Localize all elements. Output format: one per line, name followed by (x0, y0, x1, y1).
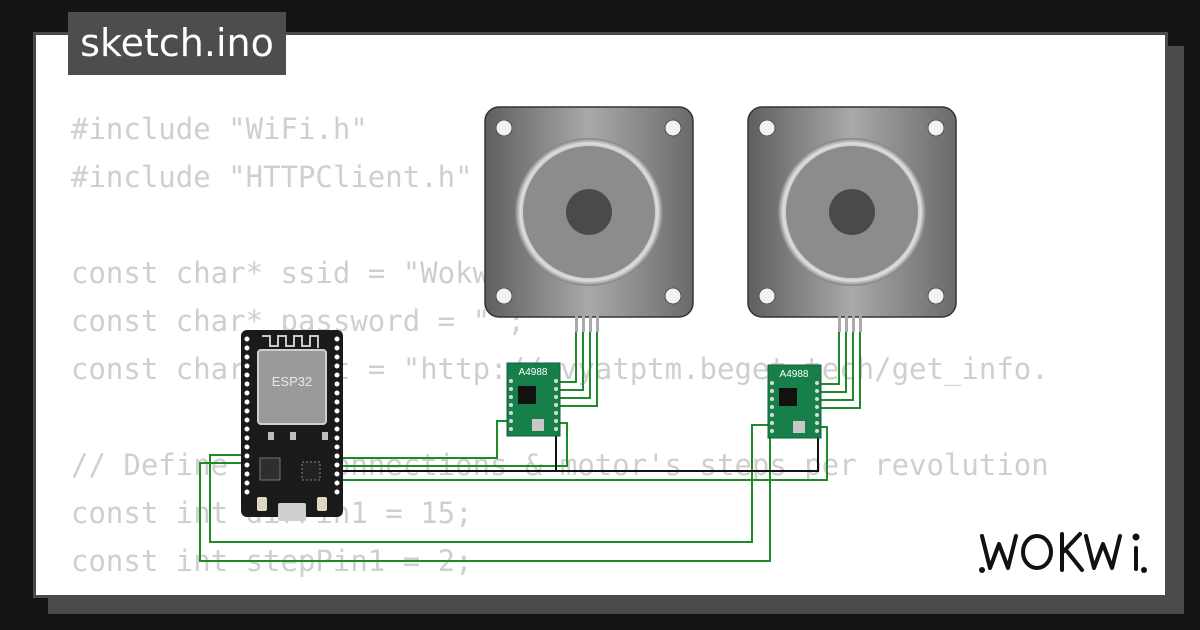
stepper-motor-2[interactable] (747, 106, 957, 332)
file-name-tab: sketch.ino (68, 12, 286, 75)
usb-chip (301, 461, 321, 481)
pin-header-right (334, 336, 340, 495)
reset-button-icon[interactable] (317, 497, 327, 511)
code-line: #include "HTTPClient.h" (71, 160, 473, 194)
motor-lead (589, 316, 592, 332)
wokwi-logo-icon (979, 532, 1147, 573)
mount-hole (495, 287, 513, 305)
antenna-trace (262, 335, 319, 348)
motor-lead (596, 316, 599, 332)
boot-button-icon[interactable] (257, 497, 267, 511)
code-line: const int dirPin2 = 12; (71, 585, 1049, 595)
smd-part (290, 432, 296, 440)
driver-pins (509, 379, 558, 431)
a4988-driver-2[interactable]: A4988 (767, 364, 822, 439)
code-line: #include "WiFi.h" (71, 112, 368, 146)
driver-pins (770, 381, 819, 433)
esp32-module (257, 349, 327, 425)
pin-header-left (244, 336, 250, 495)
esp32-board[interactable]: ESP32 (241, 330, 343, 521)
stepper-motor-1[interactable] (484, 106, 694, 332)
esp32-label: ESP32 (272, 374, 312, 389)
driver-chip (779, 388, 797, 406)
motor-lead (852, 316, 855, 332)
mount-hole (758, 119, 776, 137)
motor-lead (845, 316, 848, 332)
mount-hole (664, 119, 682, 137)
a4988-driver-1[interactable]: A4988 (506, 362, 561, 437)
mount-hole (927, 287, 945, 305)
motor-lead (859, 316, 862, 332)
motor-wires (560, 332, 861, 409)
driver-trimpot (532, 419, 544, 431)
voltage-regulator (259, 457, 281, 481)
smd-part (322, 432, 328, 440)
mount-hole (758, 287, 776, 305)
motor-lead (582, 316, 585, 332)
driver-label: A4988 (780, 369, 809, 380)
smd-part (268, 432, 274, 440)
code-line: // Define pin connections & motor's step… (71, 448, 1049, 482)
driver-trimpot (793, 421, 805, 433)
mount-hole (495, 119, 513, 137)
mount-hole (927, 119, 945, 137)
motor-lead (838, 316, 841, 332)
mount-hole (664, 287, 682, 305)
driver-chip (518, 386, 536, 404)
motor-lead (575, 316, 578, 332)
ground-wire[interactable] (336, 431, 819, 472)
motor-shaft (829, 189, 875, 235)
usb-port-icon (278, 503, 306, 521)
motor-shaft (566, 189, 612, 235)
driver-label: A4988 (519, 367, 548, 378)
